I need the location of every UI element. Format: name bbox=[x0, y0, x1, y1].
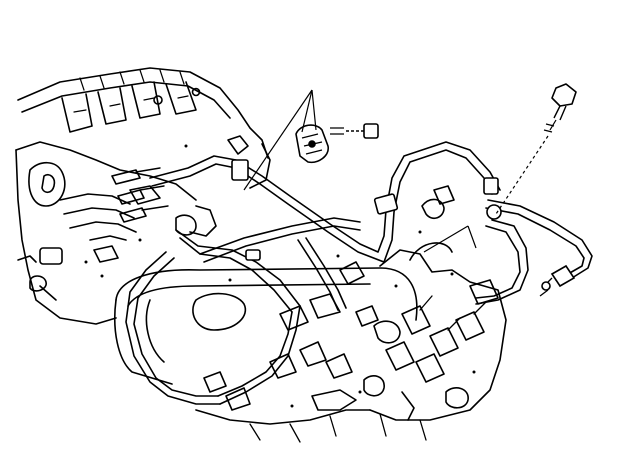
fuel-injector-icon bbox=[113, 185, 507, 443]
bolt-icon bbox=[495, 83, 577, 215]
line-fitting-icon bbox=[231, 159, 502, 261]
texture-marks bbox=[84, 144, 476, 408]
leader-line-icon bbox=[243, 89, 477, 253]
hose-end-icon bbox=[539, 264, 576, 297]
engine-block-icon bbox=[15, 67, 271, 325]
bolt-icon bbox=[330, 123, 379, 139]
